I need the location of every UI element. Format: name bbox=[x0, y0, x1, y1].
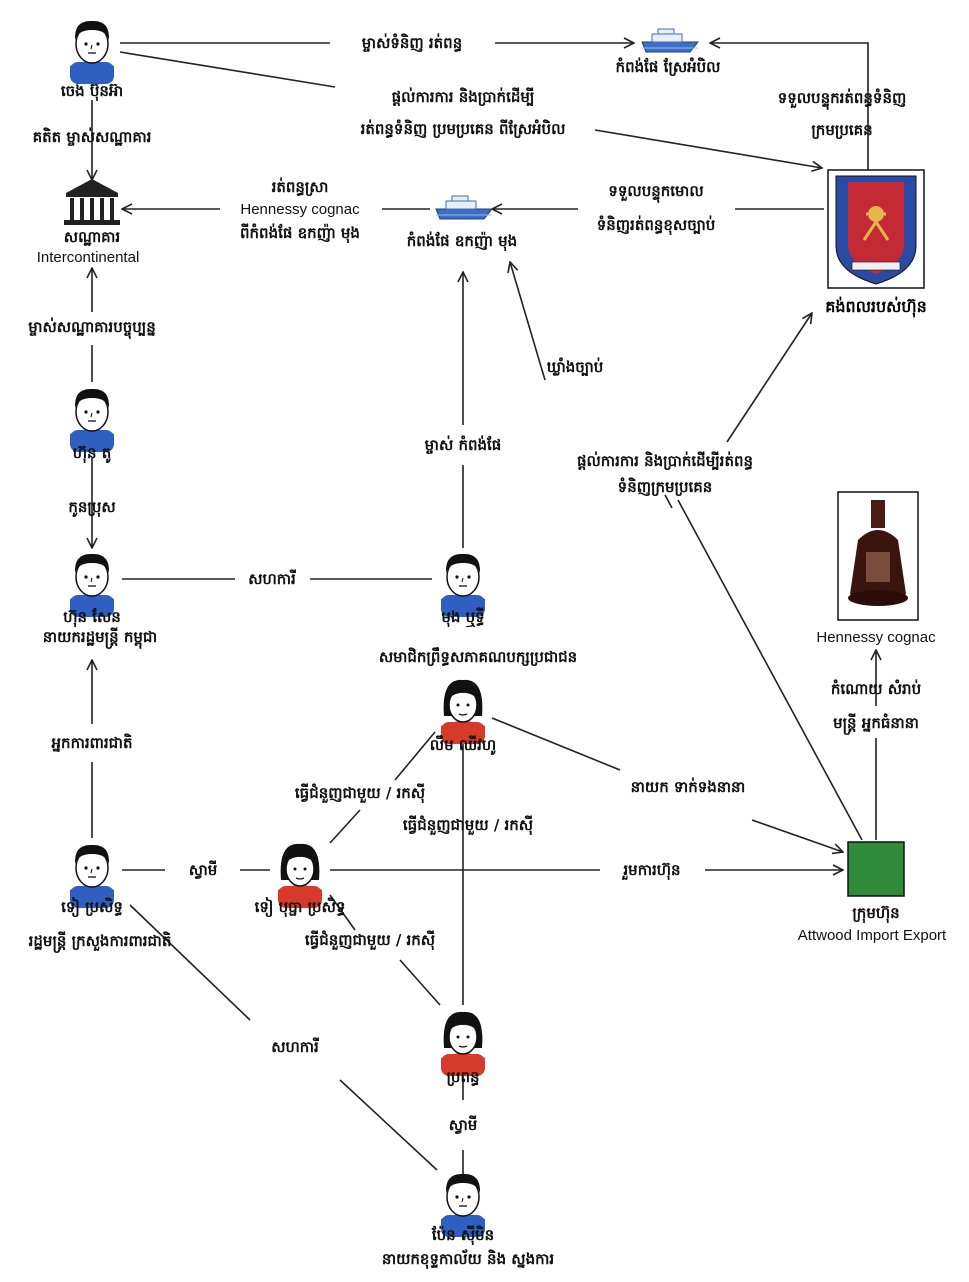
edge-label: ធ្វើជំនួញជាមួយ / រកស៊ី bbox=[295, 783, 425, 804]
edge-label: ម្ចាស់ កំពង់ផែ bbox=[425, 435, 502, 455]
edge-company-trunk bbox=[677, 499, 863, 841]
node-hun-sen: ហ៊ុន សែន នាយករដ្ឋមន្ត្រី កម្ពុជា bbox=[43, 553, 157, 649]
edge-lim-company bbox=[491, 717, 843, 852]
node-name: មុង ឬទ្ធី bbox=[441, 607, 484, 628]
edge-label: រួមការហ៊ុន bbox=[621, 861, 680, 881]
ship-icon bbox=[435, 195, 493, 220]
node-name: ហ៊ុន តូ bbox=[73, 444, 112, 464]
node-name: លឹម ឈីវហូ bbox=[430, 735, 496, 756]
node-name-en: Intercontinental bbox=[37, 249, 140, 266]
node-attwood: ក្រុមហ៊ុន Attwood Import Export bbox=[798, 841, 947, 944]
edge-label: ក្រមប្រគេន bbox=[811, 121, 872, 139]
edge-teawife-lim bbox=[329, 731, 436, 844]
node-wife: ប្រពន្ធ bbox=[440, 1011, 486, 1086]
node-ship-top: កំពង់ផែ ស្រែអំបិល bbox=[616, 28, 721, 76]
node-name: ហ៊ុន សែន bbox=[63, 607, 121, 628]
edge-label: ស្វាមី bbox=[189, 860, 218, 879]
node-name: Hennessy cognac bbox=[816, 629, 936, 646]
edge-label: ឃ្លាំងច្បាប់ bbox=[547, 357, 604, 376]
edges bbox=[92, 43, 876, 1175]
edge-company-shipmid bbox=[510, 262, 673, 509]
node-name: សណ្ឋាគារ bbox=[64, 228, 121, 246]
node-tea-bopha: ទៀ បុប្ផា ប្រសិទ្ធ bbox=[255, 843, 346, 918]
node-hennessy-cognac: Hennessy cognac bbox=[816, 491, 936, 646]
shield-emblem-icon bbox=[827, 169, 925, 289]
node-lim-chhiv-ho: លឹម ឈីវហូ bbox=[430, 679, 496, 756]
node-name: ក្រុមហ៊ុន bbox=[852, 904, 899, 924]
edge-shield-shiptop bbox=[710, 43, 869, 170]
edge-label: គតិត ម្ចាស់សណ្ឋាគារ bbox=[33, 127, 152, 147]
edge-label: មន្ត្រី អ្នកធំនានា bbox=[833, 713, 919, 735]
edge-label: ស្វាមី bbox=[449, 1115, 478, 1134]
edge-company-shield bbox=[726, 313, 812, 443]
node-name-en: Attwood Import Export bbox=[798, 927, 947, 944]
node-name: កំពង់ផែ ស្រែអំបិល bbox=[616, 57, 721, 76]
edge-label: សហការី bbox=[248, 569, 297, 588]
node-title: នាយកខុទ្ទកាល័យ និង ស្នងការ bbox=[382, 1249, 555, 1270]
node-name: ប្រពន្ធ bbox=[446, 1068, 479, 1086]
edge-teawife-wife2 bbox=[329, 894, 441, 1006]
node-hun-to: ហ៊ុន តូ bbox=[69, 388, 115, 464]
edge-label: សហការី bbox=[271, 1037, 320, 1056]
edge-label: ម្ចាស់ទំនិញ រត់ពន្ធ bbox=[362, 33, 462, 53]
edge-label: ផ្តល់ការការ និងប្រាក់ដើម្បី bbox=[392, 87, 535, 106]
node-title: សមាជិកព្រឹទ្ធសភាគណបក្សប្រជាជន bbox=[379, 647, 577, 666]
node-name: ទៀ ប្រសិទ្ធ bbox=[61, 897, 123, 918]
female-person-icon bbox=[440, 679, 486, 745]
node-name: កំពង់ផែ ឧកញ៉ា មុង bbox=[407, 231, 517, 252]
edge-label: ផ្តល់ការការ និងប្រាក់ដើម្បីរត់ពន្ធ bbox=[577, 451, 753, 470]
edge-label: រត់ពន្ធស្រា bbox=[272, 177, 329, 196]
edge-top-shield bbox=[119, 51, 822, 168]
edge-label: នាយក ទាក់ទងនានា bbox=[631, 777, 746, 796]
edge-label: ទំនិញក្រមប្រគេន bbox=[618, 477, 713, 496]
company-square-icon bbox=[847, 841, 905, 897]
ship-icon bbox=[641, 28, 699, 53]
bank-building-icon bbox=[64, 179, 120, 225]
edge-label: រត់ពន្ធទំនិញ ប្រមប្រគេន ពីស្រែអំបិល bbox=[361, 119, 566, 138]
node-title: នាយករដ្ឋមន្ត្រី កម្ពុជា bbox=[43, 627, 157, 649]
edge-label: Hennessy cognac bbox=[240, 201, 360, 218]
edge-tea-bottom bbox=[129, 904, 438, 1171]
female-person-icon bbox=[440, 1011, 486, 1077]
edge-label: កូនប្រុស bbox=[68, 498, 115, 518]
node-name: ទៀ បុប្ផា ប្រសិទ្ធ bbox=[255, 897, 346, 918]
node-title: រដ្ឋមន្ត្រី ក្រសួងការពារជាតិ bbox=[29, 931, 172, 953]
edge-label: ទំនិញរត់ពន្ធខុសច្បាប់ bbox=[597, 215, 716, 236]
edge-labels: ម្ចាស់ទំនិញ រត់ពន្ធ ផ្តល់ការការ និងប្រាក… bbox=[28, 33, 921, 1134]
edge-label: ធ្វើជំនួញជាមួយ / រកស៊ី bbox=[403, 815, 533, 836]
cognac-bottle-icon bbox=[837, 491, 919, 621]
node-name: គង់ពលរបស់ហ៊ុន bbox=[825, 296, 927, 318]
male-person-icon bbox=[69, 20, 115, 85]
edge-label: អ្នកការពារជាតិ bbox=[52, 733, 133, 752]
node-name: ចេង ប៊ុនអ៊ា bbox=[61, 82, 123, 102]
edge-label: កំណោយ សំរាប់ bbox=[831, 679, 922, 698]
node-name: ប៉ែន ស៊ីមិន bbox=[431, 1225, 494, 1246]
edge-label: ធ្វើជំនួញជាមួយ / រកស៊ី bbox=[305, 930, 435, 951]
node-tea-banh: ទៀ ប្រសិទ្ធ រដ្ឋមន្ត្រី ក្រសួងការពារជាតិ bbox=[29, 844, 172, 953]
node-intercontinental: សណ្ឋាគារ Intercontinental bbox=[37, 179, 140, 266]
edge-label: ពីកំពង់ផែ ឧកញ៉ា មុង bbox=[240, 223, 360, 244]
male-person-icon bbox=[69, 388, 115, 453]
node-pen-simon: ប៉ែន ស៊ីមិន នាយកខុទ្ទកាល័យ និង ស្នងការ bbox=[382, 1173, 555, 1270]
node-shield: គង់ពលរបស់ហ៊ុន bbox=[825, 169, 927, 318]
node-mong-rithy: មុង ឬទ្ធី សមាជិកព្រឹទ្ធសភាគណបក្សប្រជាជន bbox=[379, 553, 577, 666]
node-chhay-bunea: ចេង ប៊ុនអ៊ា bbox=[61, 20, 123, 102]
edge-label: ម្ចាស់សណ្ឋាគារបច្ចុប្បន្ន bbox=[28, 317, 156, 339]
edge-label: ទទួលបន្ទុករត់ពន្ធទំនិញ bbox=[778, 88, 907, 110]
edge-label: ទទួលបន្ទុកមោល bbox=[608, 182, 703, 203]
node-ship-mid: កំពង់ផែ ឧកញ៉ា មុង bbox=[407, 195, 517, 252]
